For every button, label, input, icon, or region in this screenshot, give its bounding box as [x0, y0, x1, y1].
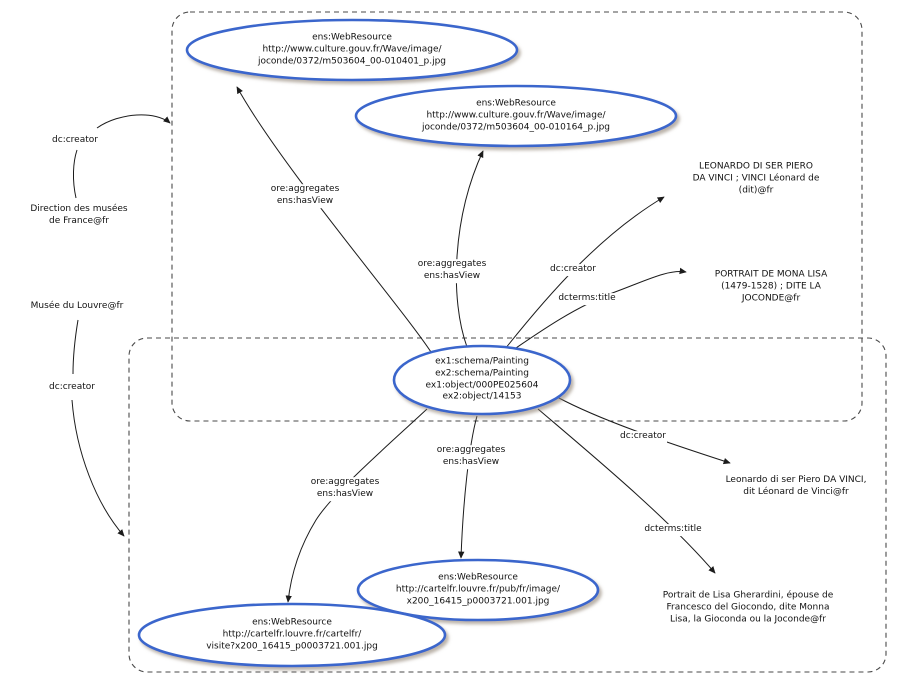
webresource-4-label: ens:WebResource http://cartelfr.louvre.f…: [206, 617, 378, 651]
edge-painting-to-webresource-4: [285, 408, 428, 603]
webresource-2-node: [354, 84, 678, 148]
aggregation-frame-top: [171, 11, 863, 422]
edge-painting-dc-creator-lower: [556, 396, 731, 465]
literal-leonardo-caps: LEONARDO DI SER PIERO DA VINCI ; VINCI L…: [692, 161, 820, 195]
painting-node: [392, 344, 572, 416]
edge-musee-louvre-segment: [72, 319, 79, 375]
edge-label-dc-creator-left: dc:creator: [48, 382, 96, 394]
literal-direction-musees: Direction des musées de France@fr: [30, 204, 128, 226]
edge-painting-dcterms-title-upper: [496, 267, 687, 362]
edge-painting-to-webresource-3: [458, 415, 478, 559]
edge-label-ore-hasview-1: ore:aggregates ens:hasView: [269, 184, 341, 208]
webresource-3-node: [356, 558, 600, 622]
edge-label-dc-creator-top: dc:creator: [51, 135, 99, 147]
edge-label-dcterms-title-lower: dcterms:title: [643, 524, 703, 536]
webresource-1-node: [185, 18, 519, 82]
webresource-4-node: [137, 602, 447, 668]
literal-portrait-lower: Portrait de Lisa Gherardini, épouse de F…: [662, 590, 834, 624]
edge-painting-dcterms-title-lower: [537, 408, 716, 574]
webresource-3-label: ens:WebResource http://cartelfr.louvre.f…: [395, 572, 561, 606]
edge-label-ore-hasview-3: ore:aggregates ens:hasView: [435, 445, 507, 469]
edge-dc-creator-to-bottom-frame: [71, 399, 125, 537]
literal-leonardo-lower: Leonardo di ser Piero DA VINCI, dit Léon…: [725, 475, 867, 497]
edge-painting-to-webresource-2: [455, 150, 484, 348]
edge-label-ore-hasview-2: ore:aggregates ens:hasView: [416, 259, 488, 283]
edge-label-ore-hasview-4: ore:aggregates ens:hasView: [309, 477, 381, 501]
edge-painting-to-webresource-1: [236, 86, 432, 353]
edge-dc-creator-to-top-frame: [96, 114, 171, 129]
literal-musee-louvre: Musée du Louvre@fr: [30, 301, 124, 312]
edge-label-dcterms-title-upper: dcterms:title: [557, 293, 617, 305]
edge-label-dc-creator-upper: dc:creator: [549, 264, 597, 276]
webresource-1-label: ens:WebResource http://www.culture.gouv.…: [257, 32, 447, 66]
edge-label-dc-creator-lower: dc:creator: [619, 431, 667, 443]
aggregation-frame-bottom: [128, 337, 887, 673]
webresource-2-label: ens:WebResource http://www.culture.gouv.…: [421, 98, 611, 132]
edge-direction-musees-segment: [73, 149, 78, 199]
literal-portrait-caps: PORTRAIT DE MONA LISA (1479-1528) ; DITE…: [714, 269, 828, 303]
painting-node-label: ex1:schema/Painting ex2:schema/Painting …: [425, 356, 539, 402]
